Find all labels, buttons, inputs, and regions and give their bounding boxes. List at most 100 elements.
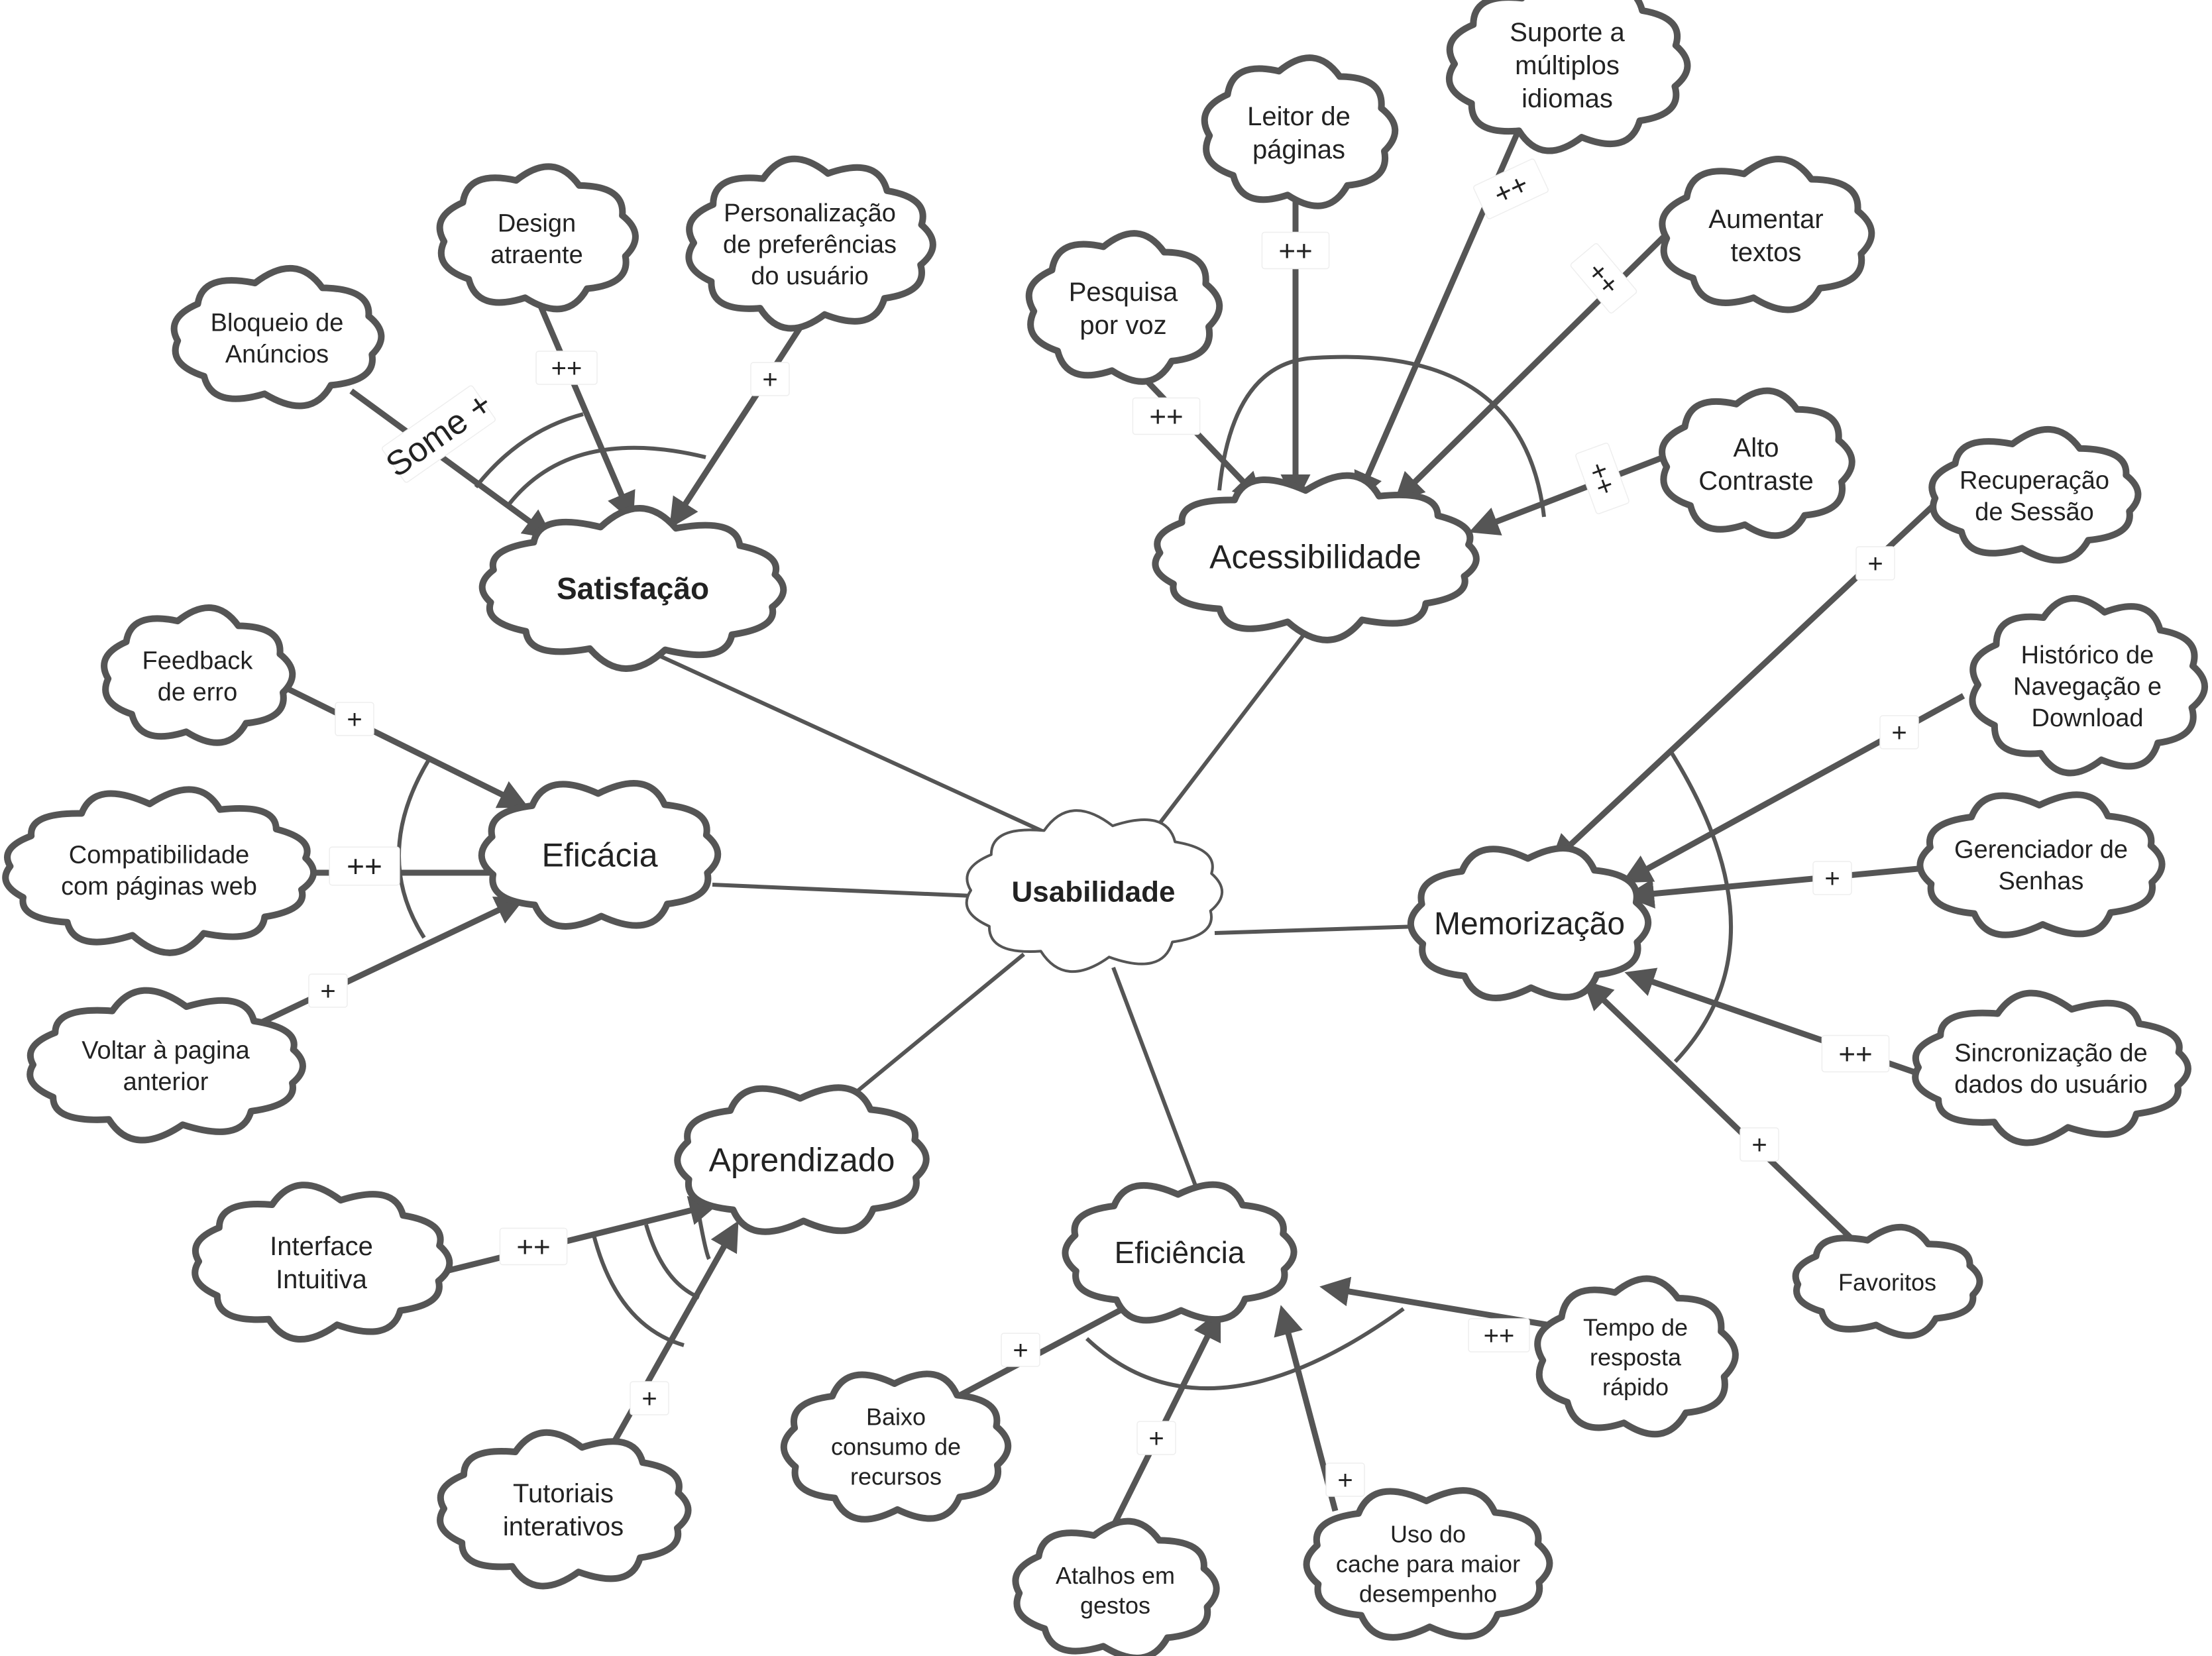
influence-value: + bbox=[762, 365, 777, 394]
sincronizacao-label-line: Sincronização de bbox=[1954, 1040, 2148, 1068]
leaf-node-aumentar: Aumentar textos bbox=[1659, 156, 1875, 313]
center-link-1 bbox=[1148, 618, 1317, 838]
contraste-label-line: Alto bbox=[1734, 433, 1779, 463]
arrow-gerenciador bbox=[1624, 865, 1926, 909]
grouping-arc-8 bbox=[1085, 1307, 1405, 1390]
aumentar-label-line: textos bbox=[1731, 238, 1802, 267]
interface-label-line: Interface bbox=[270, 1232, 373, 1261]
tempo-label-line: resposta bbox=[1590, 1344, 1682, 1371]
gerenciador-label-line: Senhas bbox=[1999, 867, 2084, 895]
eficiencia-label-line: Eficiência bbox=[1115, 1235, 1245, 1270]
historico-label-line: Navegação e bbox=[2013, 673, 2162, 700]
arrow-design bbox=[537, 304, 636, 523]
personalizacao-label-line: do usuário bbox=[751, 262, 868, 290]
influence-label-favoritos: + bbox=[1740, 1127, 1779, 1162]
recuperacao-label-line: de Sessão bbox=[1975, 498, 2094, 526]
compat-label-line: Compatibilidade bbox=[69, 842, 250, 869]
tempo-label-line: Tempo de bbox=[1583, 1314, 1688, 1341]
leaf-node-gerenciador: Gerenciador de Senhas bbox=[1916, 791, 2166, 938]
historico-label-line: Download bbox=[2032, 704, 2144, 732]
influence-label-leitor: ++ bbox=[1261, 231, 1330, 270]
voltar-label-line: Voltar à pagina bbox=[82, 1037, 250, 1065]
aprendizado-label-line: Aprendizado bbox=[709, 1142, 895, 1179]
tutoriais-label-line: Tutoriais bbox=[513, 1479, 614, 1508]
influence-label-gerenciador: + bbox=[1812, 861, 1852, 895]
influence-value: ++ bbox=[1149, 400, 1183, 433]
influence-value: + bbox=[641, 1384, 657, 1413]
leaf-node-tutoriais: Tutoriais interativos bbox=[437, 1429, 692, 1590]
influence-label-contraste: ++ bbox=[1575, 443, 1630, 514]
grouping-arc-7 bbox=[697, 1215, 711, 1260]
influence-value: ++ bbox=[347, 849, 382, 883]
atalhos-label-line: Atalhos em bbox=[1056, 1562, 1175, 1589]
aumentar-label-line: Aumentar bbox=[1708, 205, 1823, 234]
influence-label-recuperacao: + bbox=[1855, 546, 1895, 580]
baixo-label-line: Baixo bbox=[866, 1404, 926, 1431]
design-label-line: Design bbox=[498, 210, 576, 238]
leaf-node-sincronizacao: Sincronização de dados do usuário bbox=[1912, 989, 2191, 1146]
personalizacao-label-line: Personalização bbox=[724, 199, 896, 227]
influence-value: + bbox=[1824, 864, 1840, 893]
cache-label-line: desempenho bbox=[1359, 1580, 1497, 1608]
influence-value: + bbox=[1337, 1466, 1353, 1495]
grouping-arc-2 bbox=[1217, 355, 1546, 518]
cache-label-line: Uso do bbox=[1390, 1521, 1466, 1548]
influence-value: + bbox=[1867, 549, 1883, 579]
influence-value: + bbox=[320, 977, 335, 1006]
leitor-label-line: páginas bbox=[1252, 135, 1345, 164]
arrow-recuperacao bbox=[1549, 488, 1952, 865]
center-node-usabilidade: Usabilidade bbox=[965, 809, 1224, 973]
center-link-2 bbox=[712, 883, 973, 898]
influence-label-aumentar: ++ bbox=[1570, 243, 1637, 313]
influence-value: Some + bbox=[379, 384, 499, 484]
influence-value: ++ bbox=[551, 354, 582, 383]
category-node-eficacia: Eficácia bbox=[478, 780, 722, 930]
center-link-3 bbox=[1214, 924, 1419, 935]
influence-label-personalizacao: + bbox=[750, 362, 790, 396]
bloqueio-label-line: Bloqueio de bbox=[211, 309, 344, 337]
influence-label-atalhos: + bbox=[1136, 1421, 1176, 1455]
interface-label-line: Intuitiva bbox=[276, 1265, 368, 1294]
influence-label-pesquisa: ++ bbox=[1132, 397, 1201, 435]
feedback-label-line: Feedback bbox=[142, 647, 254, 675]
influence-value: ++ bbox=[1484, 1321, 1515, 1351]
grouping-arc-3 bbox=[397, 757, 431, 939]
category-node-eficiencia: Eficiência bbox=[1062, 1181, 1298, 1324]
influence-value: + bbox=[347, 705, 362, 734]
center-link-5 bbox=[1111, 966, 1201, 1197]
center-link-0 bbox=[651, 651, 1055, 838]
influence-value: ++ bbox=[1838, 1038, 1872, 1070]
pesquisa-label-line: Pesquisa bbox=[1069, 278, 1178, 307]
arrow-voltar bbox=[257, 897, 526, 1027]
acessibilidade-label-line: Acessibilidade bbox=[1209, 539, 1421, 576]
grouping-arc-6 bbox=[644, 1224, 700, 1299]
arrow-feedback bbox=[274, 679, 529, 808]
grouping-arc-5 bbox=[591, 1232, 685, 1347]
arrow-tutoriais bbox=[607, 1221, 739, 1452]
tutoriais-label-line: interativos bbox=[503, 1512, 624, 1541]
sincronizacao-label-line: dados do usuário bbox=[1954, 1071, 2148, 1099]
favoritos-label-line: Favoritos bbox=[1838, 1269, 1936, 1296]
influence-value: ++ bbox=[1278, 235, 1312, 267]
influence-value: + bbox=[1891, 718, 1907, 747]
satisfacao-label-line: Satisfação bbox=[557, 571, 709, 606]
gerenciador-label-line: Gerenciador de bbox=[1954, 836, 2128, 864]
influence-label-compat: ++ bbox=[329, 846, 400, 886]
influence-label-design: ++ bbox=[535, 351, 598, 385]
usabilidade-label-line: Usabilidade bbox=[1012, 875, 1176, 908]
leitor-label-line: Leitor de bbox=[1247, 102, 1351, 131]
leaf-node-favoritos: Favoritos bbox=[1792, 1223, 1983, 1339]
eficacia-label-line: Eficácia bbox=[541, 837, 657, 874]
